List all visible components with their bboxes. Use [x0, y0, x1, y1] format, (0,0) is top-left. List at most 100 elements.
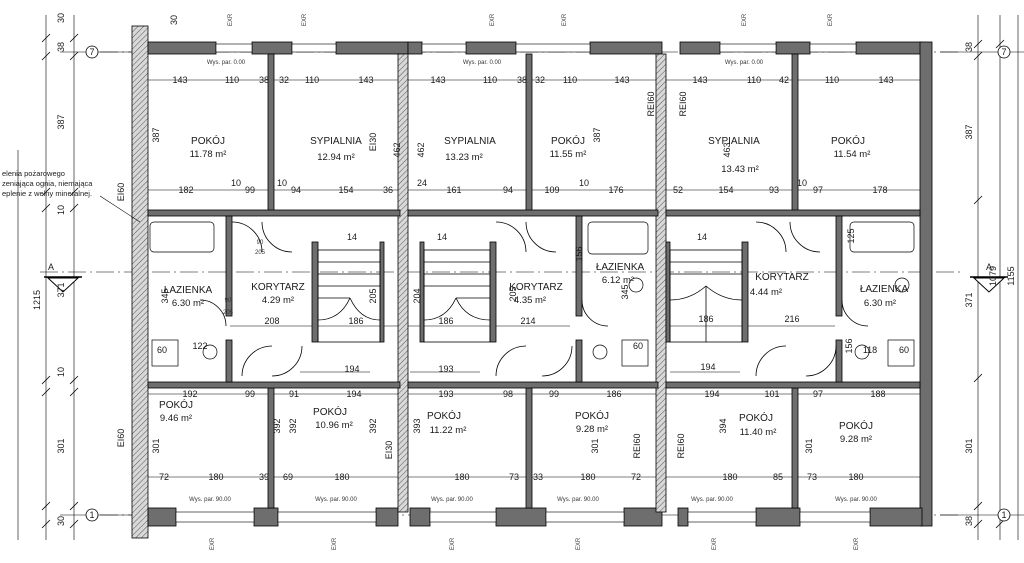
dim-label: 24 — [417, 178, 427, 188]
fire-rating-label: EI30 — [368, 133, 378, 152]
window-tag: EXR — [562, 13, 568, 26]
room-name: ŁAZIENKA — [860, 284, 909, 295]
room-name: ŁAZIENKA — [164, 285, 213, 296]
dim-label: 38 — [964, 516, 974, 526]
dim-label: 110 — [483, 75, 497, 85]
room-area: 11.54 m² — [834, 149, 871, 160]
dim-label: 194 — [704, 389, 719, 399]
dim-label: 10 — [56, 205, 66, 215]
dim-label: 301 — [590, 438, 600, 453]
staircases — [317, 249, 743, 343]
window-tag: EXR — [332, 537, 338, 550]
dim-label: 73 — [807, 472, 817, 482]
dims-left: 30 38 387 10 371 10 301 30 1215 30 — [32, 13, 179, 526]
axis-1-left-label: 1 — [89, 510, 94, 520]
room-area: 4.44 m² — [750, 287, 782, 298]
fire-note: elenia pożarowego zeniająca ognia, niema… — [2, 169, 141, 223]
dim-label: 60 — [899, 345, 909, 355]
axis-1-left-bubble — [85, 508, 99, 522]
dim-label: 180 — [848, 472, 863, 482]
fire-rating-label: EI30 — [384, 441, 394, 460]
dim-label: 188 — [870, 389, 885, 399]
dim-label: 30 — [169, 15, 179, 25]
dim-label: 186 — [606, 389, 621, 399]
axis-1-right-label: 1 — [1001, 510, 1006, 520]
dim-label: 73 — [509, 472, 519, 482]
dim-label: 38 — [517, 75, 527, 85]
dim-label: 180 — [580, 472, 595, 482]
parapet-label: Wys. par. 90.00 — [431, 497, 473, 503]
room-area: 6.30 m² — [864, 298, 896, 309]
dim-label: 392 — [288, 418, 298, 433]
window-tag: EXR — [450, 537, 456, 550]
room-area: 9.28 m² — [840, 434, 872, 445]
dim-label: 192 — [182, 389, 197, 399]
dim-label: 393 — [412, 418, 422, 433]
room-labels: POKÓJ 11.78 m² SYPIALNIA 12.94 m² SYPIAL… — [159, 134, 908, 445]
dim-label: 33 — [533, 472, 543, 482]
dim-label: 99 — [549, 389, 559, 399]
door-height: 205 — [223, 310, 234, 316]
room-area: 10.96 m² — [315, 420, 353, 431]
parapet-label: Wys. par. 90.00 — [835, 497, 877, 503]
section-marker-right — [970, 276, 1008, 293]
dim-label: 52 — [673, 185, 683, 195]
room-name: POKÓJ — [191, 134, 225, 147]
dim-label: 143 — [172, 75, 187, 85]
dims-lower: 194 193 194 192 99 91 194 193 98 99 186 … — [182, 362, 885, 399]
room-area: 11.78 m² — [190, 149, 227, 160]
window-tags: EXR EXR EXR EXR EXR EXR EXR EXR EXR EXR … — [210, 13, 860, 550]
window-tag: EXR — [854, 537, 860, 550]
fire-rating-label: EI60 — [116, 183, 126, 202]
room-name: POKÓJ — [831, 134, 865, 147]
window-tag: EXR — [302, 13, 308, 26]
dim-label: 180 — [722, 472, 737, 482]
room-area: 11.55 m² — [550, 149, 587, 160]
dim-label: 30 — [56, 13, 66, 23]
dim-label: 99 — [245, 389, 255, 399]
window-tag: EXR — [828, 13, 834, 26]
dim-label: 125 — [846, 228, 856, 243]
dim-label: 1079 — [988, 266, 998, 286]
dim-label: 462 — [416, 142, 426, 157]
window-tag: EXR — [742, 13, 748, 26]
dim-label: 205 — [508, 286, 518, 301]
dims-stair: 14 14 14 205 204 205 60 122 60 118 60 12… — [157, 228, 909, 355]
dim-label: 14 — [347, 232, 357, 242]
dim-label: 193 — [438, 389, 453, 399]
note-line: eplenie z wełny mineralnej. — [2, 189, 92, 198]
dim-label: 118 — [863, 345, 877, 355]
room-name: POKÓJ — [159, 398, 193, 411]
parapet-label: Wys. par. 0.00 — [463, 60, 502, 66]
dim-label: 186 — [438, 316, 453, 326]
dim-label: 10 — [277, 178, 287, 188]
dim-label: 36 — [383, 185, 393, 195]
fire-rating-label: REI60 — [678, 91, 688, 116]
dim-label: 345 — [160, 288, 170, 303]
fire-rating-label: REI60 — [676, 433, 686, 458]
dim-label: 97 — [813, 389, 823, 399]
door-swings — [199, 221, 869, 377]
fire-rating-label: REI60 — [632, 433, 642, 458]
dim-label: 38 — [964, 42, 974, 52]
dim-label: 345 — [620, 284, 630, 299]
room-name: KORYTARZ — [251, 282, 305, 293]
axis-1-right-bubble — [997, 508, 1011, 522]
room-area: 11.40 m² — [740, 427, 777, 438]
dim-label: 204 — [412, 288, 422, 303]
dim-label: 205 — [368, 288, 378, 303]
bathroom-fixtures — [149, 221, 915, 367]
dim-label: 463 — [722, 142, 732, 157]
dim-label: 186 — [698, 314, 713, 324]
dim-label: 98 — [503, 389, 513, 399]
dim-label: 94 — [503, 185, 513, 195]
dims-inner-vertical: 387 462 462 387 463 345 345 301 392 392 … — [151, 127, 814, 453]
section-a-left: A — [48, 262, 54, 272]
room-area: 12.94 m² — [317, 152, 355, 163]
room-area: 9.28 m² — [576, 424, 608, 435]
room-name: KORYTARZ — [755, 272, 809, 283]
dim-label: 387 — [56, 114, 66, 129]
dims-right: 38 387 371 301 38 1079 1155 — [964, 42, 1016, 526]
dim-label: 110 — [563, 75, 577, 85]
